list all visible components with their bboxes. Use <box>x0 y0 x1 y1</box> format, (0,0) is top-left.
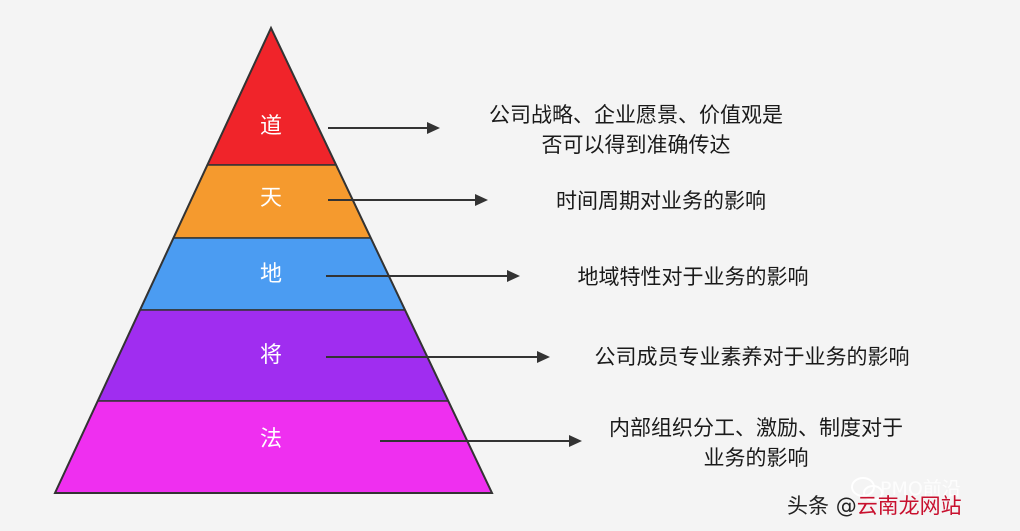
level-desc-5-line-1: 内部组织分工、激励、制度对于 <box>609 416 903 440</box>
level-desc-4-line-1: 公司成员专业素养对于业务的影响 <box>594 345 910 369</box>
toutiao-prefix: 头条 <box>787 494 829 518</box>
level-desc-1-line-1: 公司战略、企业愿景、价值观是 <box>489 103 783 127</box>
arrow-head-5 <box>569 435 582 447</box>
wechat-icon <box>851 477 883 501</box>
level-desc-1-line-2: 否可以得到准确传达 <box>541 133 731 157</box>
pyramid-band-1 <box>206 26 338 166</box>
level-desc-3-line-1: 地域特性对于业务的影响 <box>577 265 809 289</box>
level-label-3: 地 <box>259 262 282 287</box>
level-desc-5-line-2: 业务的影响 <box>703 446 809 470</box>
toutiao-attribution: 头条 @云南龙网站 <box>787 490 962 520</box>
toutiao-brand: 云南龙网站 <box>856 494 962 518</box>
level-label-4: 将 <box>259 343 282 368</box>
level-label-1: 道 <box>259 114 282 139</box>
toutiao-at: @ <box>835 494 857 518</box>
level-label-2: 天 <box>259 186 282 211</box>
level-desc-2-line-1: 时间周期对业务的影响 <box>556 189 766 213</box>
arrow-head-2 <box>475 194 488 206</box>
arrow-head-3 <box>507 270 520 282</box>
arrow-head-4 <box>537 351 550 363</box>
watermark-text: PMO前沿 <box>880 478 961 500</box>
pyramid-outline <box>53 25 494 494</box>
level-label-5: 法 <box>259 427 282 452</box>
arrow-head-1 <box>427 122 440 134</box>
